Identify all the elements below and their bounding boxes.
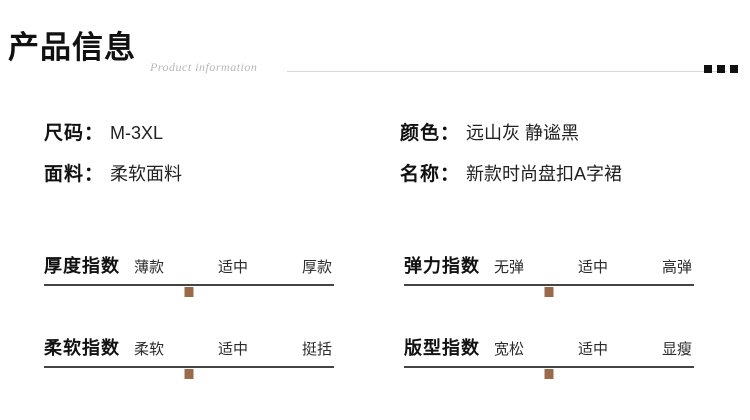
meter-softness-marker [184, 369, 194, 379]
meter-thickness-option-2: 厚款 [301, 259, 332, 276]
spec-value-name: 新款时尚盘扣A字裙 [466, 164, 623, 184]
meter-elasticity-marker [544, 287, 554, 297]
meter-fit-options: 宽松 适中 显瘦 [494, 338, 694, 359]
meter-fit-option-2: 显瘦 [661, 341, 692, 358]
meter-softness-option-1: 适中 [217, 341, 248, 358]
header-divider [287, 71, 727, 72]
meter-elasticity-option-0: 无弹 [494, 259, 525, 276]
meter-thickness-options: 薄款 适中 厚款 [134, 256, 334, 277]
meter-fit-head: 版型指数 宽松 适中 显瘦 [404, 334, 694, 360]
dot-2 [717, 65, 725, 73]
spec-label-name: 名称： [400, 164, 461, 185]
spec-row-name: 名称： 新款时尚盘扣A字裙 [400, 159, 746, 186]
meter-elasticity-options: 无弹 适中 高弹 [494, 256, 694, 277]
spec-label-color: 颜色： [400, 123, 461, 144]
meter-softness-options: 柔软 适中 挺括 [134, 338, 334, 359]
meter-elasticity-title: 弹力指数 [404, 256, 480, 276]
meter-softness-head: 柔软指数 柔软 适中 挺括 [44, 334, 334, 360]
spec-row-color: 颜色： 远山灰 静谧黑 [400, 118, 746, 145]
meter-softness-option-0: 柔软 [134, 341, 165, 358]
meter-softness: 柔软指数 柔软 适中 挺括 [44, 334, 334, 379]
spec-row-size: 尺码： M-3XL [44, 118, 384, 145]
meter-thickness-title: 厚度指数 [44, 256, 120, 276]
spec-value-size: M-3XL [110, 123, 164, 143]
dot-3 [730, 65, 738, 73]
spec-value-fabric: 柔软面料 [110, 164, 183, 184]
spec-value-color: 远山灰 静谧黑 [466, 123, 580, 143]
meter-softness-title: 柔软指数 [44, 338, 120, 358]
meter-fit-track [404, 366, 694, 379]
meter-thickness-marker [184, 287, 194, 297]
spec-column-left: 尺码： M-3XL 面料： 柔软面料 [44, 118, 384, 200]
page-title: 产品信息 [8, 30, 136, 65]
spec-label-size: 尺码： [44, 123, 105, 144]
meter-elasticity: 弹力指数 无弹 适中 高弹 [404, 252, 694, 297]
meter-fit-title: 版型指数 [404, 338, 480, 358]
meter-fit-option-1: 适中 [577, 341, 608, 358]
meter-thickness-track [44, 284, 334, 297]
meter-thickness-head: 厚度指数 薄款 适中 厚款 [44, 252, 334, 278]
meter-elasticity-track [404, 284, 694, 297]
meter-softness-option-2: 挺括 [301, 341, 332, 358]
meter-thickness-option-0: 薄款 [134, 259, 165, 276]
meter-elasticity-option-1: 适中 [577, 259, 608, 276]
meter-elasticity-head: 弹力指数 无弹 适中 高弹 [404, 252, 694, 278]
meter-elasticity-option-2: 高弹 [661, 259, 692, 276]
meter-fit: 版型指数 宽松 适中 显瘦 [404, 334, 694, 379]
meter-thickness: 厚度指数 薄款 适中 厚款 [44, 252, 334, 297]
meter-fit-marker [544, 369, 554, 379]
dot-1 [704, 65, 712, 73]
more-dots-icon[interactable] [704, 65, 738, 73]
meter-fit-option-0: 宽松 [494, 341, 525, 358]
spec-column-right: 颜色： 远山灰 静谧黑 名称： 新款时尚盘扣A字裙 [400, 118, 746, 200]
meter-thickness-option-1: 适中 [217, 259, 248, 276]
page-subtitle: Product information [150, 60, 258, 74]
spec-label-fabric: 面料： [44, 164, 105, 185]
spec-row-fabric: 面料： 柔软面料 [44, 159, 384, 186]
page-header: 产品信息 Product information [0, 0, 750, 84]
meter-softness-track [44, 366, 334, 379]
